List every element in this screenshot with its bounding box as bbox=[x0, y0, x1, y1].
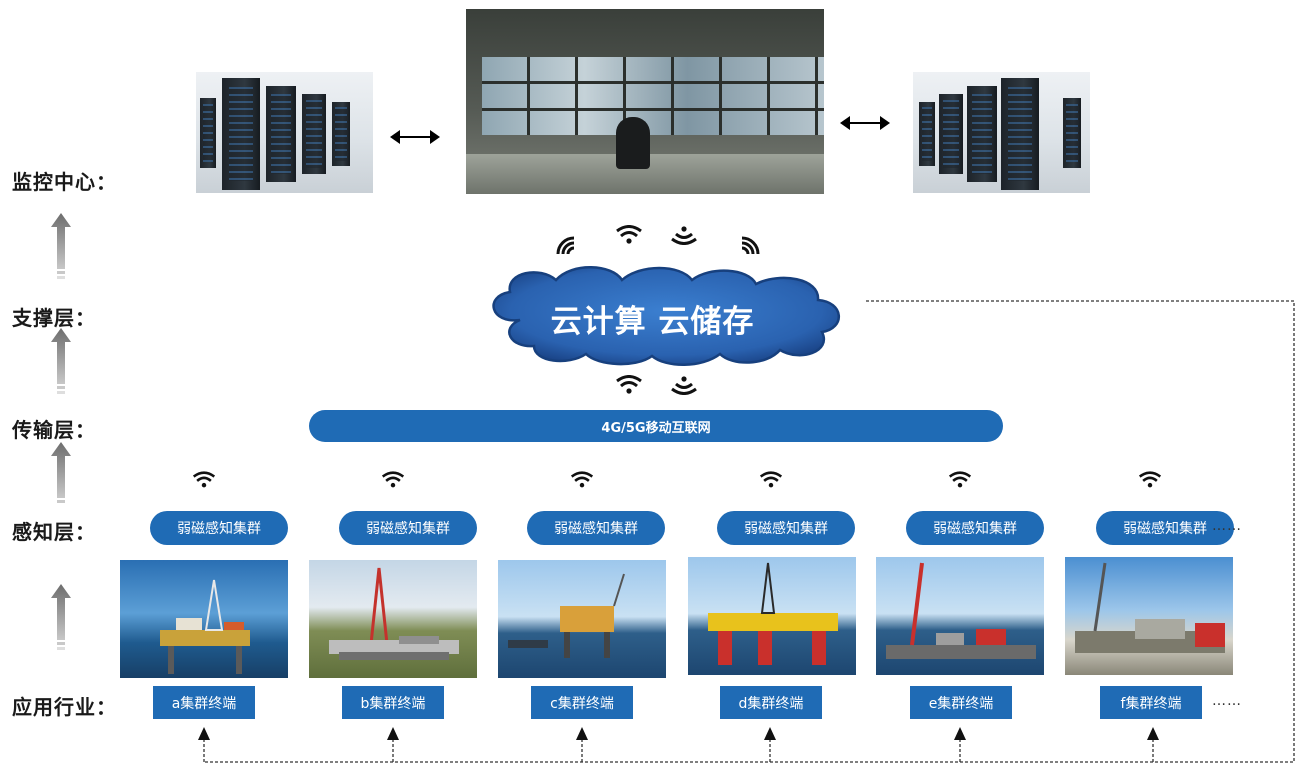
semi-submersible-image-d bbox=[688, 557, 856, 675]
wifi-icon bbox=[616, 375, 642, 394]
land-rig-image-b bbox=[309, 560, 477, 678]
mobile-network-bar: 4G/5G移动互联网 bbox=[309, 410, 1003, 442]
up-arrow-icon bbox=[51, 328, 71, 394]
sensing-cluster-c: 弱磁感知集群 bbox=[527, 511, 665, 545]
wifi-icon bbox=[381, 471, 405, 488]
terminal-f: f集群终端 bbox=[1100, 686, 1202, 719]
layer-label-sensing: 感知层： bbox=[12, 520, 96, 544]
terminal-c: c集群终端 bbox=[531, 686, 633, 719]
layer-label-application: 应用行业： bbox=[12, 695, 117, 719]
wifi-icon bbox=[671, 226, 697, 245]
wifi-icon bbox=[556, 236, 575, 255]
wifi-icon bbox=[741, 236, 760, 255]
mobile-network-label: 4G/5G移动互联网 bbox=[601, 420, 711, 436]
server-room-image-right bbox=[913, 72, 1090, 193]
sensing-cluster-e: 弱磁感知集群 bbox=[906, 511, 1044, 545]
wifi-icon bbox=[192, 471, 216, 488]
sensing-cluster-b: 弱磁感知集群 bbox=[339, 511, 477, 545]
well-site-trucks-image-f bbox=[1065, 557, 1233, 675]
wifi-icon bbox=[671, 376, 697, 395]
sensing-cluster-f: 弱磁感知集群 bbox=[1096, 511, 1234, 545]
layer-label-transport: 传输层： bbox=[12, 418, 96, 442]
terminal-ellipsis: …… bbox=[1212, 693, 1242, 709]
up-arrow-icon bbox=[51, 442, 71, 503]
double-arrow-icon bbox=[390, 130, 440, 144]
up-arrow-icon bbox=[51, 584, 71, 650]
server-room-image-left bbox=[196, 72, 373, 193]
wifi-icon bbox=[616, 225, 642, 244]
double-arrow-icon bbox=[840, 116, 890, 130]
layer-label-monitor-center: 监控中心： bbox=[12, 170, 117, 194]
control-room-image bbox=[466, 9, 824, 194]
offshore-platform-image-c bbox=[498, 560, 666, 678]
sensing-cluster-d: 弱磁感知集群 bbox=[717, 511, 855, 545]
wifi-icon bbox=[759, 471, 783, 488]
sensing-ellipsis: …… bbox=[1212, 518, 1242, 534]
wifi-icon bbox=[1138, 471, 1162, 488]
crane-barge-image-e bbox=[876, 557, 1044, 675]
wifi-icon bbox=[570, 471, 594, 488]
terminal-d: d集群终端 bbox=[720, 686, 822, 719]
up-arrow-icon bbox=[51, 213, 71, 279]
terminal-b: b集群终端 bbox=[342, 686, 444, 719]
offshore-platform-image-a bbox=[120, 560, 288, 678]
cloud-shape bbox=[492, 266, 841, 366]
wifi-icon bbox=[948, 471, 972, 488]
sensing-cluster-a: 弱磁感知集群 bbox=[150, 511, 288, 545]
layer-label-support: 支撑层： bbox=[12, 306, 96, 330]
terminal-e: e集群终端 bbox=[910, 686, 1012, 719]
cloud-label: 云计算 云储存 bbox=[550, 304, 755, 340]
terminal-a: a集群终端 bbox=[153, 686, 255, 719]
